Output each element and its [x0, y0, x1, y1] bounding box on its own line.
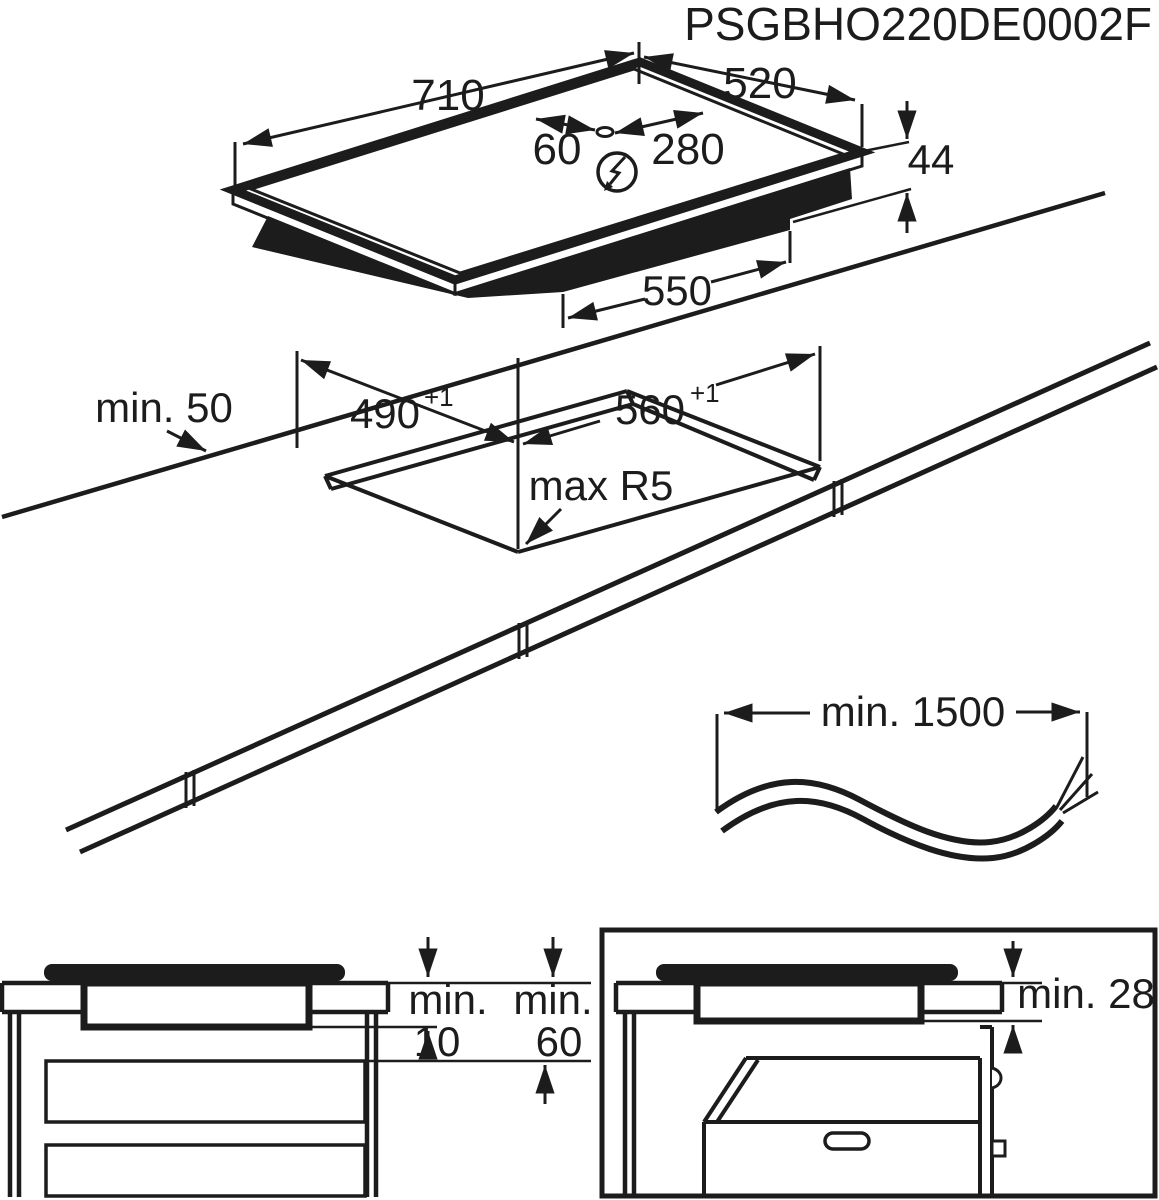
built-in-oven: [702, 1025, 1007, 1194]
worktop-front-edge-top: [64, 340, 1152, 833]
dim-550-label: 550: [642, 267, 712, 314]
cable-hole: [595, 126, 615, 138]
worktop-section-2: [613, 980, 1005, 1015]
dim-min60-value: 60: [536, 1018, 583, 1065]
dim-line-710: [242, 50, 635, 147]
dim-490-tolerance: +1: [424, 382, 454, 412]
dim-710-label: 710: [411, 71, 484, 120]
hob-body-section-2: [693, 979, 925, 1025]
oven-handle: [823, 1131, 871, 1151]
view-frame: [599, 927, 1158, 1199]
dim-line-490: [300, 358, 515, 444]
worktop-break-ticks: [184, 479, 844, 808]
ref-line-44-top: [863, 140, 910, 153]
dim-60-label: 60: [533, 125, 582, 174]
dim-line-520: [643, 53, 856, 104]
power-connection-icon: [596, 151, 638, 193]
dim-min10-value: 10: [414, 1018, 461, 1065]
dim-560-label: 560: [615, 386, 685, 433]
dim-560-tolerance: +1: [690, 378, 720, 408]
dim-line-280: [614, 109, 704, 137]
dim-490-label: 490: [350, 390, 420, 437]
worktop-cutout-view: min. 50 490 +1: [1, 190, 1159, 855]
dim-280-label: 280: [651, 125, 724, 174]
hob-body: [252, 168, 852, 298]
dim-line-560-right: [715, 352, 816, 387]
dim-min1500-label: min. 1500: [821, 688, 1005, 735]
dim-min10-min-label: min.: [408, 976, 487, 1023]
drawer-upper: [44, 1059, 367, 1124]
dim-line-560-left: [522, 419, 601, 446]
dim-min50-label: min. 50: [95, 384, 233, 431]
cabinet-side-panels: [7, 1012, 379, 1197]
hob-glass-section-2: [656, 964, 958, 981]
arrow-maxr5: [524, 507, 563, 546]
arrow-min50: [166, 429, 207, 453]
drawer-lower: [44, 1143, 367, 1198]
dim-line-550-right: [710, 260, 787, 284]
oven-side-knob: [991, 1066, 1003, 1090]
mains-cable: [714, 756, 1099, 862]
hob-body-section: [80, 979, 313, 1031]
dim-line-60: [535, 114, 596, 135]
power-cable-diagram: min. 1500: [714, 688, 1099, 862]
worktop-rear-edge: [1, 190, 1106, 520]
hob-isometric-view: 710 520 60 280 44 550: [219, 42, 955, 328]
dim-maxr5-label: max R5: [529, 462, 674, 509]
dim-min60-min-label: min.: [513, 976, 592, 1023]
dim-min28-label: min. 28: [1017, 970, 1155, 1017]
dim-44-label: 44: [908, 136, 955, 183]
dim-line-550-left: [567, 297, 646, 321]
ref-line-44-bottom: [792, 187, 912, 224]
worktop-front-edge-bottom: [78, 364, 1159, 855]
cabinet-side-panel-2: [622, 1012, 637, 1194]
oven-side-foot: [990, 1139, 1007, 1158]
oven-clearance-view: min. 28: [599, 927, 1158, 1199]
part-number: PSGBHO220DE0002F: [684, 0, 1152, 50]
dim-520-label: 520: [723, 59, 796, 108]
hob-glass-section: [44, 964, 345, 981]
drawer-clearance-view: min. 10 min. 60: [0, 937, 593, 1198]
